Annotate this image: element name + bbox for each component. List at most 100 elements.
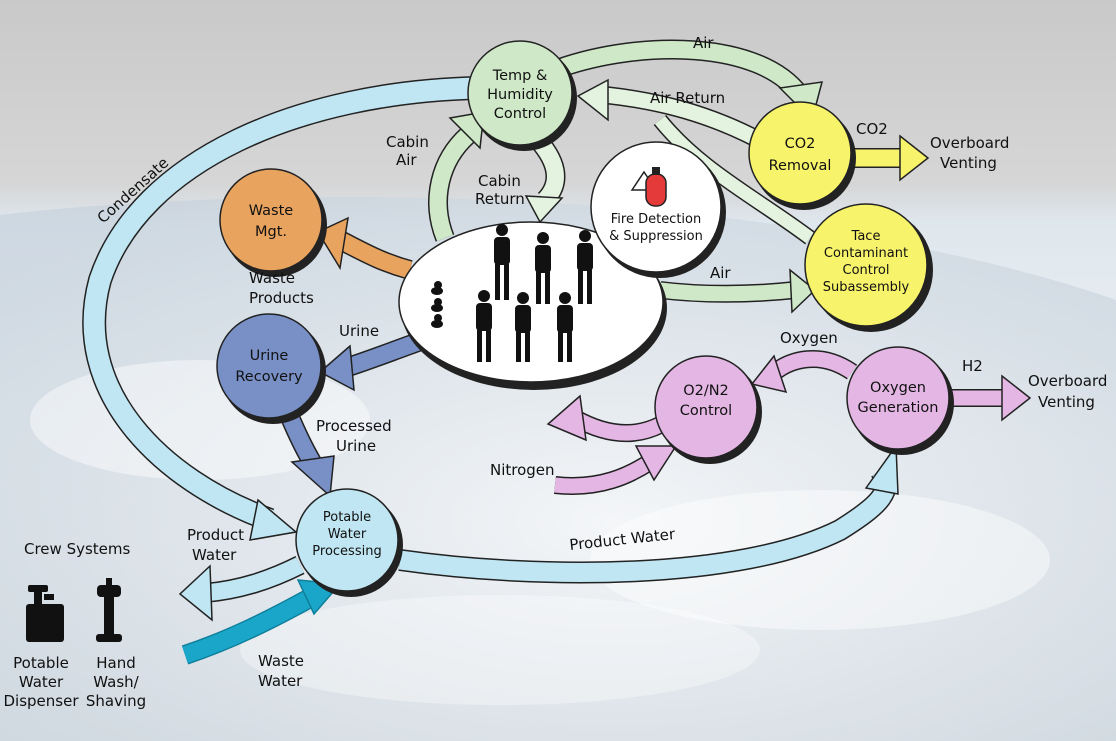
- potable-dispenser-line3: Dispenser: [4, 692, 80, 710]
- waste-products-line2: Products: [249, 289, 314, 307]
- air-top-arrow-fill: [557, 41, 807, 101]
- nitrogen-label: Nitrogen: [490, 461, 555, 479]
- temp-humidity-line2: Humidity: [487, 87, 553, 103]
- oxygen-arrow-fill: [770, 351, 857, 379]
- waste-products-arrow-fill: [336, 232, 413, 279]
- co2-removal-node: CO2 Removal: [748, 101, 856, 210]
- cloud: [240, 595, 760, 705]
- nitrogen-arrow-fill: [554, 455, 655, 494]
- air-return-arrow-fill: [604, 87, 759, 145]
- overboard-venting-2-line2: Venting: [1038, 393, 1095, 411]
- crew-cabin-node: [398, 221, 667, 390]
- hand-wash-line1: Hand: [96, 654, 136, 672]
- potable-water-node: Potable Water Processing: [295, 488, 403, 597]
- waste-water-line2: Water: [258, 672, 303, 690]
- air-top-label: Air: [693, 34, 714, 52]
- waste-water-arrow-fill: [182, 590, 315, 664]
- overboard-venting-1-line1: Overboard: [930, 134, 1009, 152]
- product-water-left-line2: Water: [192, 546, 237, 564]
- o2n2-line2: Control: [680, 403, 732, 419]
- nitrogen-arrowhead: [634, 445, 678, 482]
- waste-mgt-line1: Waste: [249, 203, 294, 219]
- crew-figure-icon: [557, 292, 573, 362]
- product-water-left-line1: Product: [187, 526, 244, 544]
- oxygen-gen-line1: Oxygen: [870, 380, 926, 396]
- duck-icon: [431, 298, 443, 312]
- urine-recovery-line1: Urine: [250, 348, 289, 364]
- waste-products-line1: Waste: [249, 269, 295, 287]
- potable-line3: Processing: [312, 544, 381, 559]
- condensate-arrow-fill: [83, 77, 479, 530]
- co2-label: CO2: [856, 120, 888, 138]
- h2-venting-arrowhead: [1001, 374, 1032, 422]
- duck-icon: [431, 281, 443, 295]
- potable-dispenser-line1: Potable: [13, 654, 69, 672]
- crew-figure-icon: [577, 230, 593, 304]
- fire-line1: Fire Detection: [611, 212, 702, 227]
- processed-urine-arrowhead: [290, 455, 335, 498]
- cabin-return-line2: Return: [475, 190, 525, 208]
- hand-wash-line2: Wash/: [93, 673, 139, 691]
- air-return-label: Air Return: [650, 89, 725, 107]
- oxygen-gen-line2: Generation: [858, 400, 939, 416]
- temp-humidity-line3: Control: [494, 106, 546, 122]
- product-water-left-arrow-fill: [204, 557, 304, 602]
- water-dispenser-icon: [26, 585, 64, 642]
- trace-contaminant-node: Tace Contaminant Control Subassembly: [804, 203, 933, 332]
- urine-recovery-node: Urine Recovery: [216, 313, 326, 424]
- fire-line2: & Suppression: [609, 229, 703, 244]
- condensate-arrowhead: [249, 498, 298, 541]
- processed-urine-line1: Processed: [316, 417, 392, 435]
- urine-arrowhead: [318, 344, 355, 392]
- trace-return-arrow-fill: [654, 115, 814, 244]
- co2-venting-arrowhead: [899, 134, 930, 182]
- product-water-arrow-fill: [398, 464, 896, 582]
- oxygen-arrowhead: [750, 354, 788, 394]
- fire-detection-node: Fire Detection & Suppression: [590, 141, 726, 278]
- processed-urine-line2: Urine: [336, 437, 376, 455]
- product-water-arrowhead: [864, 443, 899, 495]
- o2-out-arrowhead: [546, 394, 587, 442]
- waste-mgt-node: Waste Mgt.: [219, 168, 327, 277]
- potable-dispenser-line2: Water: [19, 673, 64, 691]
- h2-label: H2: [962, 357, 983, 375]
- waste-mgt-line2: Mgt.: [255, 224, 287, 240]
- co2-removal-line2: Removal: [769, 158, 832, 174]
- cabin-air-line2: Air: [396, 151, 417, 169]
- extinguisher-icon: [630, 167, 667, 207]
- crew-figure-icon: [476, 290, 492, 362]
- trace-line1: Tace: [851, 229, 881, 244]
- waste-water-line1: Waste: [258, 652, 304, 670]
- crew-figure-icon: [515, 292, 531, 362]
- duck-icon: [431, 314, 443, 328]
- o2n2-line1: O2/N2: [683, 383, 729, 399]
- crew-systems-label: Crew Systems: [24, 540, 131, 558]
- trace-line3: Control: [843, 263, 890, 278]
- air-mid-arrow-fill: [659, 282, 796, 302]
- overboard-venting-2-line1: Overboard: [1028, 372, 1107, 390]
- crew-figure-icon: [535, 232, 551, 304]
- cabin-air-line1: Cabin: [386, 133, 429, 151]
- cabin-air-arrow-fill: [429, 128, 474, 242]
- crew-figures: [431, 224, 593, 362]
- oxygen-label: Oxygen: [780, 329, 838, 347]
- urine-label: Urine: [339, 322, 379, 340]
- air-mid-arrowhead: [789, 268, 817, 314]
- crew-figure-icon: [494, 224, 510, 300]
- temp-humidity-line1: Temp &: [492, 68, 548, 84]
- air-return-arrowhead: [576, 78, 609, 122]
- product-water-left-arrowhead: [178, 564, 213, 622]
- urine-recovery-line2: Recovery: [235, 369, 303, 385]
- oxygen-generation-node: Oxygen Generation: [846, 346, 954, 455]
- trace-line2: Contaminant: [824, 246, 908, 261]
- cloud: [590, 490, 1050, 630]
- faucet-icon: [96, 578, 122, 642]
- hand-wash-line3: Shaving: [86, 692, 146, 710]
- cabin-return-line1: Cabin: [478, 172, 521, 190]
- o2n2-control-node: O2/N2 Control: [654, 355, 762, 464]
- cabin-return-arrowhead: [524, 195, 564, 224]
- temp-humidity-node: Temp & Humidity Control: [467, 40, 577, 151]
- trace-line4: Subassembly: [823, 280, 910, 295]
- overboard-venting-1-line2: Venting: [940, 154, 997, 172]
